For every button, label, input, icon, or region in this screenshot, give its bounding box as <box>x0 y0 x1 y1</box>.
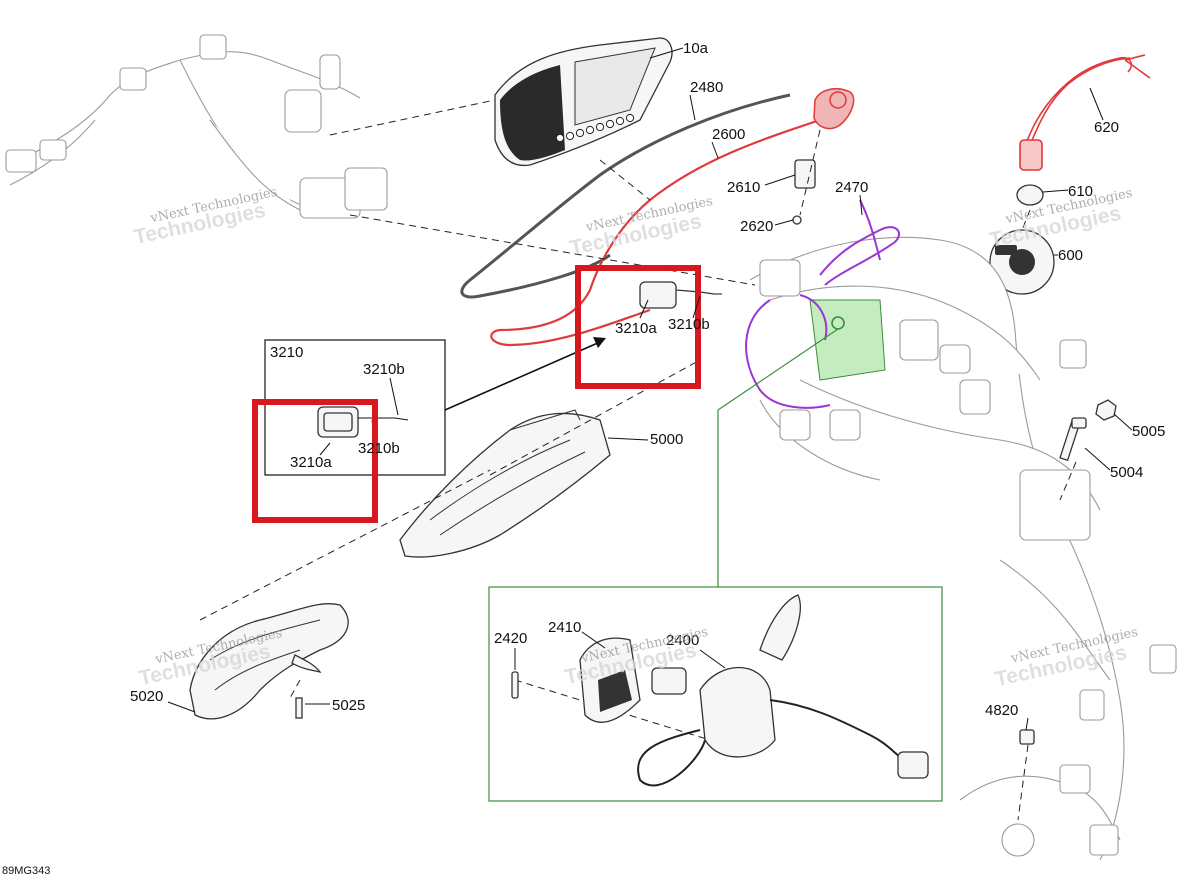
switch-610 <box>1016 184 1044 206</box>
detail-box-3210: 3210 <box>264 339 446 476</box>
callout-leaders <box>167 47 1133 731</box>
callout-610: 610 <box>1068 183 1093 200</box>
callout-2410: 2410 <box>548 619 581 636</box>
wire-2480 <box>460 93 791 299</box>
callout-5020: 5020 <box>130 688 163 705</box>
gauge-cluster <box>494 37 673 167</box>
screw-2620 <box>792 215 802 225</box>
callout-3210b-inset: 3210b <box>363 361 405 378</box>
callout-5005: 5005 <box>1132 423 1165 440</box>
callout-2620: 2620 <box>740 218 773 235</box>
callout-2470: 2470 <box>835 179 868 196</box>
callout-2400: 2400 <box>666 632 699 649</box>
callout-5000: 5000 <box>650 431 683 448</box>
callout-2420: 2420 <box>494 630 527 647</box>
handlebar-switch-2400 <box>637 594 929 787</box>
bolt-5005 <box>1095 399 1117 421</box>
panel-5000 <box>399 409 611 558</box>
callout-600: 600 <box>1058 247 1083 264</box>
callout-labels: 10a 2480 2600 2610 2620 2470 620 610 600… <box>130 40 1165 719</box>
callout-3210b-main: 3210b <box>668 316 710 333</box>
callout-2610: 2610 <box>727 179 760 196</box>
main-harness <box>749 236 1177 861</box>
callout-3210a-inset: 3210a <box>290 454 332 471</box>
switch-housing-2410 <box>579 637 641 723</box>
bracket-5020 <box>189 603 349 720</box>
wire-2600 <box>490 118 821 347</box>
screw-4820 <box>1019 729 1035 745</box>
callout-620: 620 <box>1094 119 1119 136</box>
screw-2420 <box>511 671 519 699</box>
highlight-box-connector-inset <box>252 399 378 523</box>
bolt-5004 <box>1059 417 1087 462</box>
screw-5025 <box>295 697 303 719</box>
callout-3210b-inset-lower: 3210b <box>358 440 400 457</box>
callout-5004: 5004 <box>1110 464 1143 481</box>
lanyard-620 <box>1019 54 1151 171</box>
green-detail-box <box>488 328 943 802</box>
detail-box-label: 3210 <box>270 344 303 361</box>
clip-2610 <box>794 159 816 189</box>
upper-harness <box>5 34 388 219</box>
connector-3210-main <box>639 281 722 309</box>
wire-2470 <box>745 199 900 409</box>
callout-2480: 2480 <box>690 79 723 96</box>
figure-code: 89MG343 <box>2 865 50 877</box>
red-switch-2600 <box>813 88 855 130</box>
callout-5025: 5025 <box>332 697 365 714</box>
callout-3210a-main: 3210a <box>615 320 657 337</box>
switch-600 <box>989 229 1055 295</box>
arrow-detail-to-connector <box>444 341 601 411</box>
callout-2600: 2600 <box>712 126 745 143</box>
callout-4820: 4820 <box>985 702 1018 719</box>
callout-10a: 10a <box>683 40 709 57</box>
highlight-box-connector-main <box>575 265 701 389</box>
